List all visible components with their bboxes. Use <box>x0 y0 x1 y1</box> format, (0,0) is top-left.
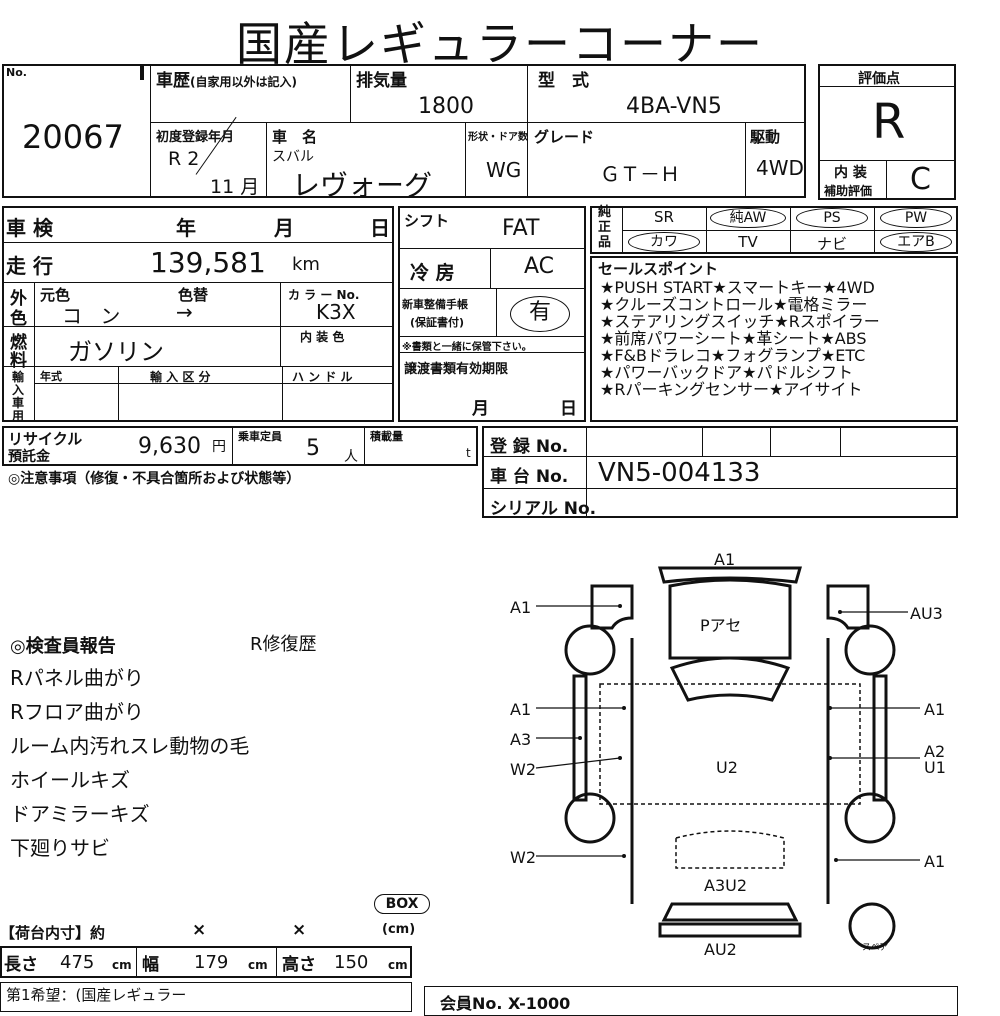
equip-ps: PS <box>796 208 868 228</box>
header-table <box>2 64 806 198</box>
inspector-item: ドアミラーキズ <box>10 802 150 826</box>
color-no-label: カ ラ ー No. <box>288 288 360 302</box>
equip-sr: SR <box>654 208 674 226</box>
chassis-value: VN5-004133 <box>598 458 761 488</box>
inspector-title: ◎検査員報告 <box>10 636 116 657</box>
evaluation-label: 評価点 <box>858 71 900 87</box>
drive-value: 4WD <box>756 156 804 180</box>
diag-label-right-3: U1 <box>924 758 946 777</box>
name-label: 車 名 <box>272 128 318 146</box>
shift-ac-table <box>398 206 586 422</box>
shift-value: FAT <box>502 216 540 241</box>
capacity-value: 5 <box>306 436 320 461</box>
inspector-item: Rフロア曲がり <box>10 700 144 724</box>
recycle-value: 9,630 <box>138 434 201 459</box>
ac-value: AC <box>524 254 555 279</box>
transfer-label: 譲渡書類有効期限 <box>404 362 509 377</box>
diag-label-hood: Pアセ <box>700 616 742 635</box>
orig-color-label: 元色 <box>40 286 71 304</box>
interior-eval-value: C <box>910 162 931 197</box>
grade-label: グレード <box>534 128 595 146</box>
equip-pw: PW <box>880 208 952 228</box>
evaluation-box <box>818 64 956 200</box>
diag-label-left-2: A3 <box>510 730 532 749</box>
diag-label-right-1: A1 <box>924 700 946 719</box>
inspection-label: 車 検 <box>6 216 53 240</box>
equip-leather: カワ <box>628 232 700 252</box>
cargo-dimensions <box>0 946 412 978</box>
drive-label: 駆動 <box>750 128 781 146</box>
equip-navi: ナビ <box>816 235 847 253</box>
inspector-item: 下廻りサビ <box>10 836 110 860</box>
shape-value: WG <box>486 158 522 182</box>
first-reg-era: R 2 <box>168 148 200 170</box>
stock-number: 20067 <box>22 118 124 156</box>
mileage-label: 走 行 <box>6 254 53 278</box>
diag-label-front-right: AU3 <box>910 604 943 623</box>
equip-airbag: エアB <box>880 232 952 252</box>
car-name: レヴォーグ <box>292 169 433 202</box>
caution-label: ◎注意事項（修復・不具合箇所および状態等） <box>8 471 301 487</box>
box-badge: BOX <box>374 894 430 914</box>
no-label: No. <box>6 66 27 79</box>
color-no-value: K3X <box>316 300 356 324</box>
diag-label-left-3: W2 <box>510 760 536 779</box>
member-no-partial: 会員No. X-1000 <box>440 994 571 1013</box>
page-title: 国産レギュラーコーナー <box>236 17 764 71</box>
inspector-item: Rパネル曲がり <box>10 666 144 690</box>
diag-label-spare: スペア <box>862 943 889 953</box>
first-reg-month: 11 月 <box>210 176 260 198</box>
orig-color-value: コ ン <box>62 304 127 328</box>
shape-label: 形状・ドア数 <box>468 132 528 143</box>
recycle-row <box>2 426 478 466</box>
diag-label-front-left: A1 <box>510 598 532 617</box>
registration-table <box>482 426 958 518</box>
ac-label: 冷 房 <box>410 262 455 284</box>
equip-alloy-wheel: 純AW <box>710 208 786 228</box>
first-reg-label: 初度登録年月 <box>156 130 235 145</box>
fuel-value: ガソリン <box>68 338 164 366</box>
diag-label-right-2: A2 <box>924 742 946 761</box>
diag-label-left-1: A1 <box>510 700 532 719</box>
model-value: 4BA-VN5 <box>626 94 722 119</box>
diag-label-rear-left: W2 <box>510 848 536 867</box>
displacement-label: 排気量 <box>356 71 407 91</box>
grade-value: ＧＴ－Ｈ <box>600 162 680 186</box>
diag-label-rear: A3U2 <box>704 876 748 895</box>
equip-tv: TV <box>738 233 758 251</box>
evaluation-score: R <box>872 94 906 150</box>
diag-label-rear-right: A1 <box>924 852 946 871</box>
displacement-value: 1800 <box>418 94 474 119</box>
mileage-value: 139,581 <box>150 246 266 279</box>
cargo-label: 【荷台内寸】約 <box>0 924 106 942</box>
inspector-item: ホイールキズ <box>10 768 130 792</box>
shift-label: シフト <box>404 212 450 230</box>
first-choice: 第1希望：(国産レギュラー <box>6 986 187 1004</box>
diag-label-bottom: AU2 <box>704 940 737 959</box>
car-damage-diagram <box>535 566 920 950</box>
interior-eval-label: 内 装 <box>834 165 867 181</box>
repair-history: R修復歴 <box>250 634 317 655</box>
model-label: 型 式 <box>538 71 589 91</box>
color-change-label: 色替 <box>178 286 209 304</box>
manual-value: 有 <box>510 296 570 332</box>
selling-points-box <box>590 256 958 422</box>
diag-label-top: A1 <box>714 550 736 569</box>
history-label: 車歴(自家用以外は記入) <box>156 71 297 91</box>
diag-label-roof: U2 <box>716 758 738 777</box>
maker: スバル <box>272 149 314 165</box>
inspector-item: ルーム内汚れスレ動物の毛 <box>10 734 250 758</box>
selling-points-label: セールスポイント <box>598 260 719 278</box>
specs-table <box>2 206 394 422</box>
